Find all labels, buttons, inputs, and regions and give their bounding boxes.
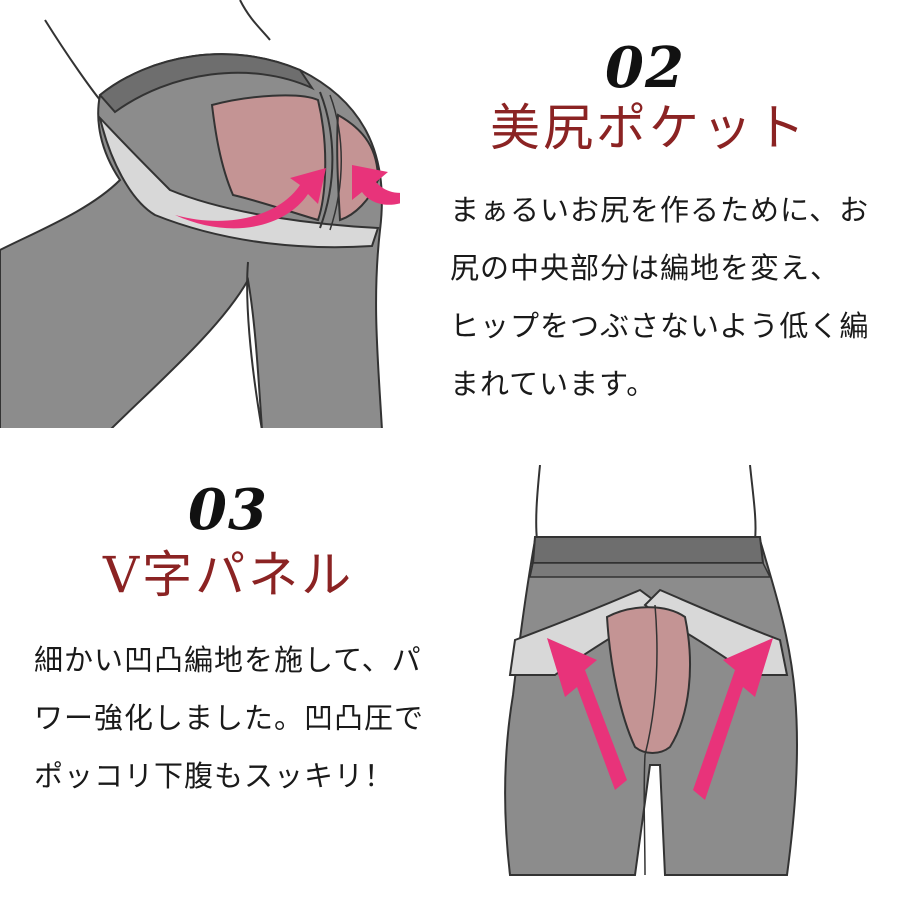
feature-title-02: 美尻ポケット xyxy=(490,99,808,157)
v-panel-illustration xyxy=(504,465,798,876)
description-line: まれています。 xyxy=(450,367,657,401)
description-line: 尻の中央部分は編地を変え、 xyxy=(450,251,841,285)
feature-title-03: V字パネル xyxy=(103,546,355,604)
description-line: ヒップをつぶさないよう低く編 xyxy=(450,309,870,343)
hip-pocket-illustration xyxy=(0,0,400,428)
feature-number-03: 03 xyxy=(188,477,268,543)
feature-description-03: 細かい凹凸編地を施して、パ ワー強化しました。凹凸圧で ポッコリ下腹もスッキリ！ xyxy=(34,631,424,805)
description-line: ワー強化しました。凹凸圧で xyxy=(34,701,425,735)
description-line: ポッコリ下腹もスッキリ！ xyxy=(34,759,395,793)
description-line: まぁるいお尻を作るために、お xyxy=(450,193,870,227)
feature-description-02: まぁるいお尻を作るために、お 尻の中央部分は編地を変え、 ヒップをつぶさないよう… xyxy=(450,181,869,413)
description-line: 細かい凹凸編地を施して、パ xyxy=(34,643,422,677)
feature-number-02: 02 xyxy=(605,35,685,101)
